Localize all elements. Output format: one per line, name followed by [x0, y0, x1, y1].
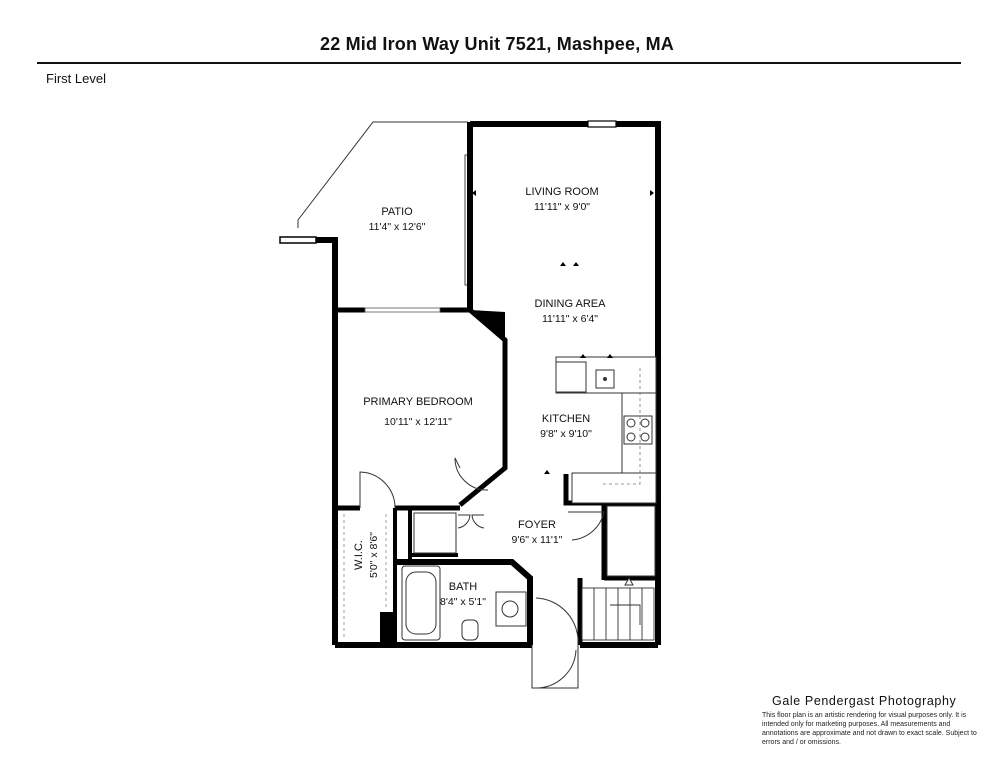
- bedroom-sliding-door: [364, 307, 441, 313]
- kitchen-name: KITCHEN: [542, 413, 590, 425]
- primary-bedroom-name: PRIMARY BEDROOM: [363, 396, 473, 408]
- page-title: 22 Mid Iron Way Unit 7521, Mashpee, MA: [319, 34, 674, 54]
- bath-name: BATH: [449, 581, 478, 593]
- stairs: [581, 587, 655, 641]
- closet: [413, 512, 457, 554]
- column-corner: [470, 310, 505, 340]
- markers: [472, 190, 654, 474]
- dining-area-dims: 11'11" x 6'4": [542, 313, 598, 325]
- doors: [359, 457, 605, 689]
- toilet: [461, 619, 479, 641]
- kitchen-dims: 9'8" x 9'10": [540, 428, 592, 440]
- bath-sink: [501, 600, 519, 618]
- living-room-name: LIVING ROOM: [525, 186, 598, 198]
- foyer-name: FOYER: [518, 519, 556, 531]
- title-divider: [37, 62, 961, 64]
- wic-name: W.I.C.: [353, 540, 365, 570]
- closet: [606, 505, 656, 577]
- counter-dashed-line: [602, 368, 641, 485]
- primary-bedroom-dims: 10'11" x 12'11": [384, 416, 452, 428]
- patio-outline: [297, 121, 468, 228]
- stove: [623, 415, 653, 445]
- patio-window: [279, 236, 317, 244]
- photographer-credit: Gale Pendergast Photography: [772, 694, 957, 708]
- water-heater: [380, 612, 394, 642]
- bath-dims: 8'4" x 5'1": [440, 596, 486, 608]
- interior-walls: [335, 307, 658, 645]
- foyer-dims: 9'6" x 11'1": [512, 534, 563, 546]
- disclaimer-text: This floor plan is an artistic rendering…: [762, 712, 977, 746]
- wic-shelves: [343, 514, 387, 640]
- living-room-window: [587, 120, 617, 128]
- wic-dims: 5'0" x 8'6": [368, 532, 380, 578]
- patio-name: PATIO: [381, 206, 413, 218]
- living-room-dims: 11'11" x 9'0": [534, 201, 590, 213]
- dining-area-name: DINING AREA: [535, 298, 607, 310]
- level-label: First Level: [46, 71, 106, 86]
- stair-arrow: [624, 576, 634, 586]
- patio-dims: 11'4" x 12'6": [369, 221, 426, 233]
